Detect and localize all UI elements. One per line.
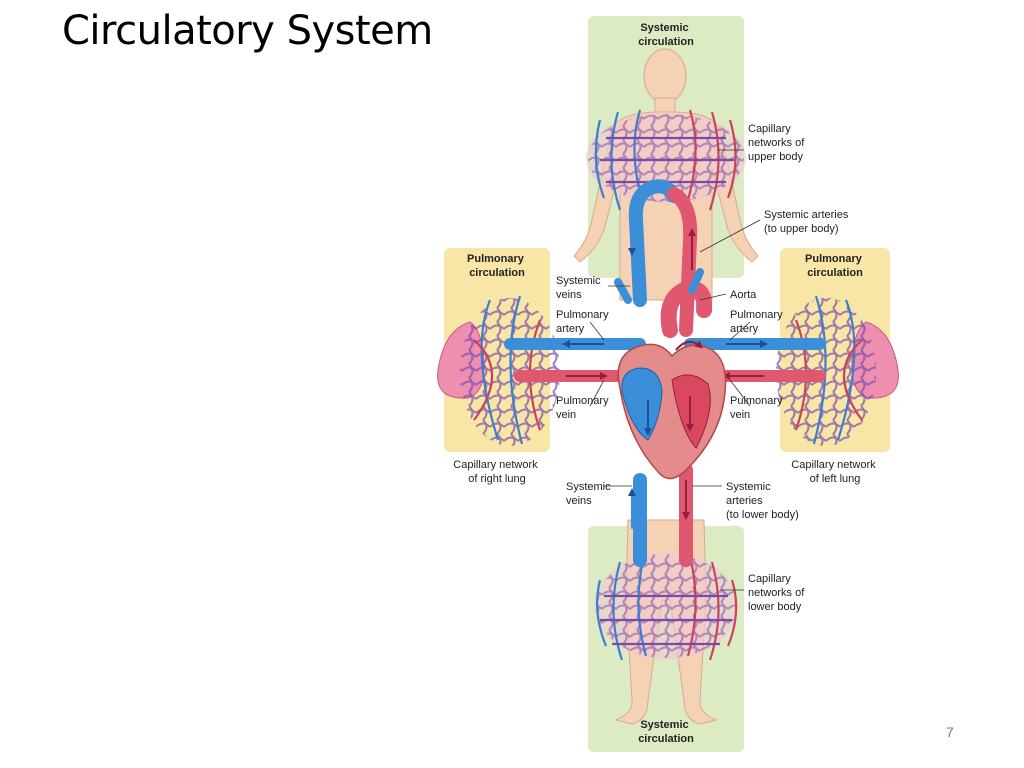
label-pulmonary-artery-right: Pulmonary artery — [730, 309, 786, 335]
heart — [617, 340, 727, 480]
label-capillary-left-lung: Capillary network of left lung — [791, 459, 878, 485]
label-systemic-arteries-lower: Systemic arteries (to lower body) — [726, 481, 799, 521]
left-lung — [776, 295, 899, 446]
lower-body-capillaries — [594, 552, 738, 661]
label-capillary-upper: Capillary networks of upper body — [748, 123, 807, 163]
systemic-arteries — [667, 187, 698, 567]
label-systemic-bottom: Systemic circulation — [638, 719, 694, 745]
upper-body-capillaries — [586, 109, 746, 211]
label-pulmonary-left: Pulmonary circulation — [467, 253, 527, 279]
label-aorta: Aorta — [730, 289, 757, 301]
label-systemic-arteries-upper: Systemic arteries (to upper body) — [764, 209, 851, 235]
leader-lines — [589, 149, 761, 591]
label-systemic-veins-lower: Systemic veins — [566, 481, 614, 507]
aorta — [614, 268, 713, 338]
label-pulmonary-right: Pulmonary circulation — [805, 253, 865, 279]
label-pulmonary-vein-right: Pulmonary vein — [730, 395, 786, 421]
slide-number: 7 — [946, 724, 954, 740]
right-lung — [437, 295, 560, 446]
slide-title: Circulatory System — [62, 8, 433, 54]
labels: Systemic circulation Systemic circulatio… — [453, 22, 878, 745]
label-pulmonary-artery-left: Pulmonary artery — [556, 309, 612, 335]
label-capillary-right-lung: Capillary network of right lung — [453, 459, 540, 485]
systemic-veins — [628, 179, 681, 567]
label-systemic-veins-upper: Systemic veins — [556, 275, 604, 301]
label-systemic-top: Systemic circulation — [638, 22, 694, 48]
label-pulmonary-vein-left: Pulmonary vein — [556, 395, 612, 421]
label-capillary-lower: Capillary networks of lower body — [748, 573, 807, 613]
